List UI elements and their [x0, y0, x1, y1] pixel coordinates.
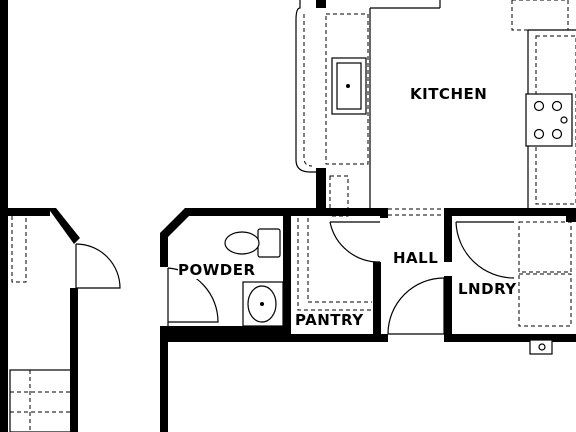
utility-box-icon — [529, 339, 553, 355]
vanity-sink-icon — [242, 281, 284, 327]
room-label-pantry: PANTRY — [295, 311, 364, 329]
room-label-powder: POWDER — [178, 261, 256, 279]
doors — [75, 221, 515, 335]
range-icon — [525, 93, 573, 147]
kitchen-sink-icon — [331, 57, 367, 115]
room-label-hall: HALL — [393, 249, 439, 267]
room-label-kitchen: KITCHEN — [410, 85, 488, 103]
toilet-icon — [224, 228, 281, 258]
hall-door-lower-icon — [387, 277, 445, 335]
closet-door-icon — [75, 243, 121, 289]
laundry-door-icon — [455, 221, 515, 279]
fixtures — [224, 57, 573, 355]
hall-door-upper-icon — [329, 221, 381, 263]
room-label-laundry: LNDRY — [458, 280, 517, 298]
